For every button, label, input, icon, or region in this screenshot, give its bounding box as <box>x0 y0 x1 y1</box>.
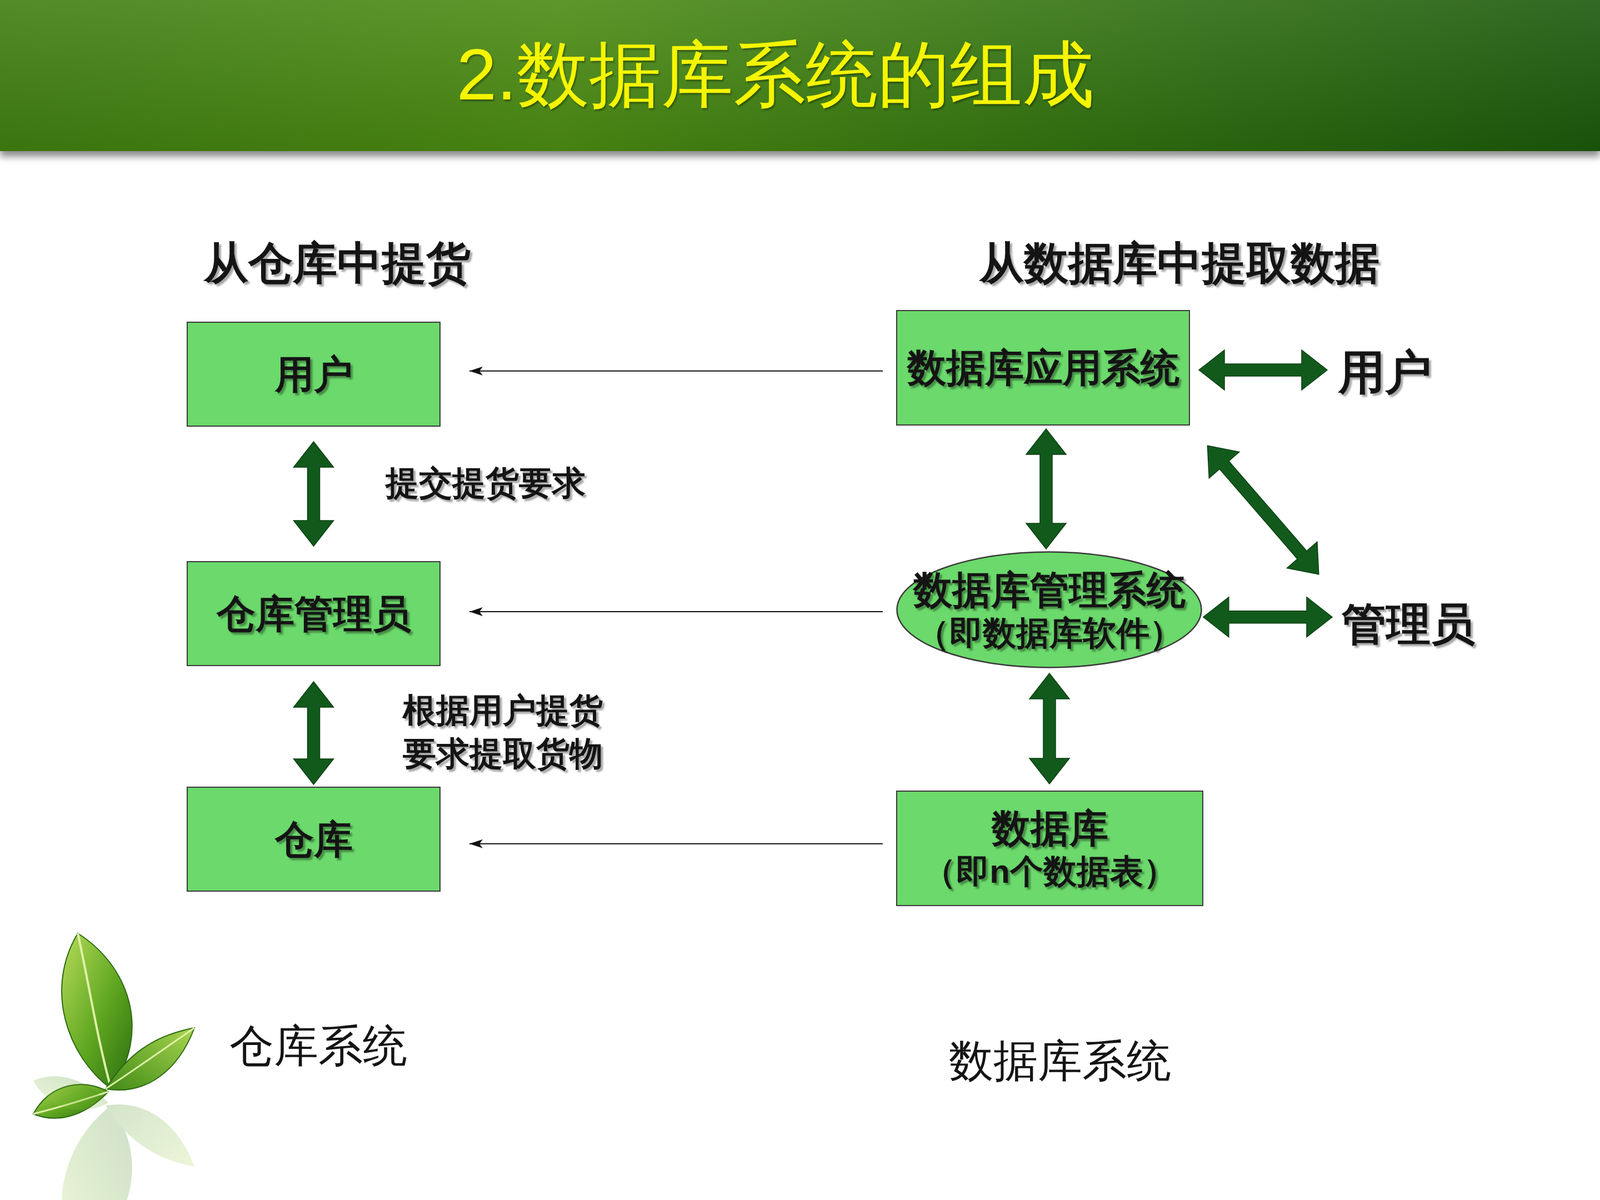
node-text: 数据库应用系统 <box>907 344 1180 392</box>
leaf-reflection <box>33 1076 195 1200</box>
node-text: （即n个数据表） <box>922 851 1177 892</box>
leaf-group <box>33 933 195 1119</box>
section-heading: 从数据库中提取数据 <box>979 236 1435 290</box>
node-text: 管理员 <box>1341 597 1475 652</box>
process-box: 仓库 <box>186 786 441 892</box>
fat-arrow <box>1029 673 1070 784</box>
title-text: 2.数据库系统的组成 <box>456 26 1095 125</box>
system-caption: 数据库系统 <box>948 1034 1227 1088</box>
system-caption: 仓库系统 <box>229 1019 463 1073</box>
fat-arrow <box>293 441 334 547</box>
node-text: （即数据库软件） <box>916 613 1183 654</box>
process-box: 仓库管理员 <box>186 561 441 667</box>
thin-arrow <box>469 611 883 613</box>
process-box: 数据库应用系统 <box>896 310 1190 426</box>
node-text: 仓库 <box>275 816 353 863</box>
fat-arrow <box>1207 445 1319 574</box>
section-heading: 从仓库中提货 <box>203 236 515 290</box>
process-box: 用户 <box>186 321 441 427</box>
fat-arrow <box>1198 350 1328 390</box>
node-text: 仓库管理员 <box>216 590 412 638</box>
ellipse-node: 数据库管理系统（即数据库软件） <box>896 551 1203 669</box>
leaf-vein <box>105 1027 195 1089</box>
node-text: 用户 <box>275 351 353 398</box>
process-box: 数据库（即n个数据表） <box>896 790 1204 907</box>
thin-arrow <box>469 843 883 845</box>
leaf <box>33 1076 109 1110</box>
node-text: 数据库管理系统 <box>913 566 1186 614</box>
leaf <box>105 1104 195 1167</box>
node-text: 用户 <box>1338 344 1432 401</box>
text-node: 用户 <box>1329 338 1441 406</box>
title-area: 2.数据库系统的组成 <box>0 0 1600 152</box>
ellipse-shape <box>897 552 1202 668</box>
leaf <box>61 933 133 1089</box>
edge-label: 提交提货要求 <box>385 461 619 505</box>
thin-arrow <box>469 370 883 372</box>
node-text: 数据库 <box>991 805 1109 852</box>
edge-label: 根据用户提货 要求提取货物 <box>402 688 625 776</box>
leaf-vein <box>77 933 112 1089</box>
fat-arrow <box>1203 597 1333 638</box>
leaf <box>105 1027 195 1090</box>
fat-arrow <box>1026 428 1067 549</box>
fat-arrow <box>293 681 334 785</box>
text-node: 管理员 <box>1333 591 1484 658</box>
